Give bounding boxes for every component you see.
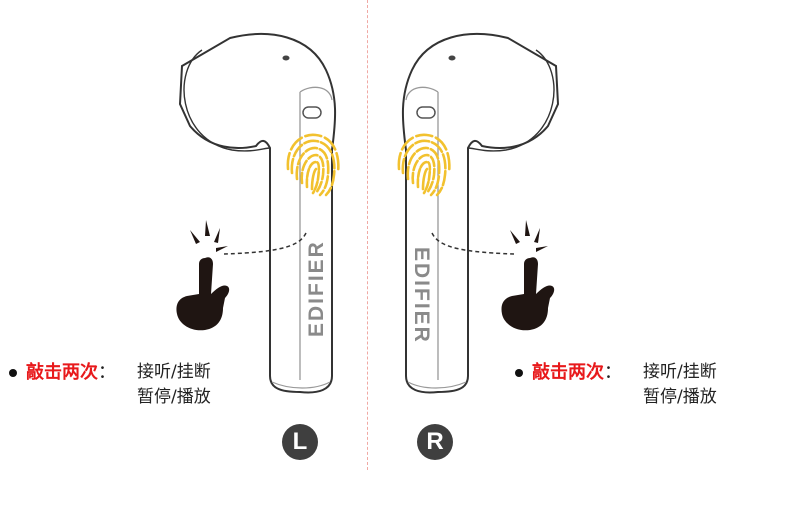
center-divider: [367, 0, 368, 470]
left-badge-icon: L: [282, 424, 318, 460]
left-action-line1: 接听/挂断: [137, 362, 211, 382]
right-gesture-label: 敲击两次：: [532, 362, 622, 383]
right-brand-label: EDIFIER: [410, 247, 433, 344]
right-badge-icon: R: [417, 424, 453, 460]
right-caption: 敲击两次： 接听/挂断 暂停/播放: [515, 360, 775, 412]
left-action-line2: 暂停/播放: [137, 387, 211, 407]
left-earbud: [178, 32, 337, 394]
bullet-icon: [515, 369, 523, 377]
bullet-icon: [9, 369, 17, 377]
right-action-line1: 接听/挂断: [643, 362, 717, 382]
left-gesture-label: 敲击两次：: [26, 362, 116, 383]
left-brand-label: EDIFIER: [305, 240, 328, 337]
right-hand-icon: [501, 257, 555, 331]
left-caption: 敲击两次： 接听/挂断 暂停/播放: [9, 360, 249, 412]
right-earbud: [401, 32, 560, 394]
left-hand-icon: [176, 257, 230, 331]
right-action-line2: 暂停/播放: [643, 387, 717, 407]
